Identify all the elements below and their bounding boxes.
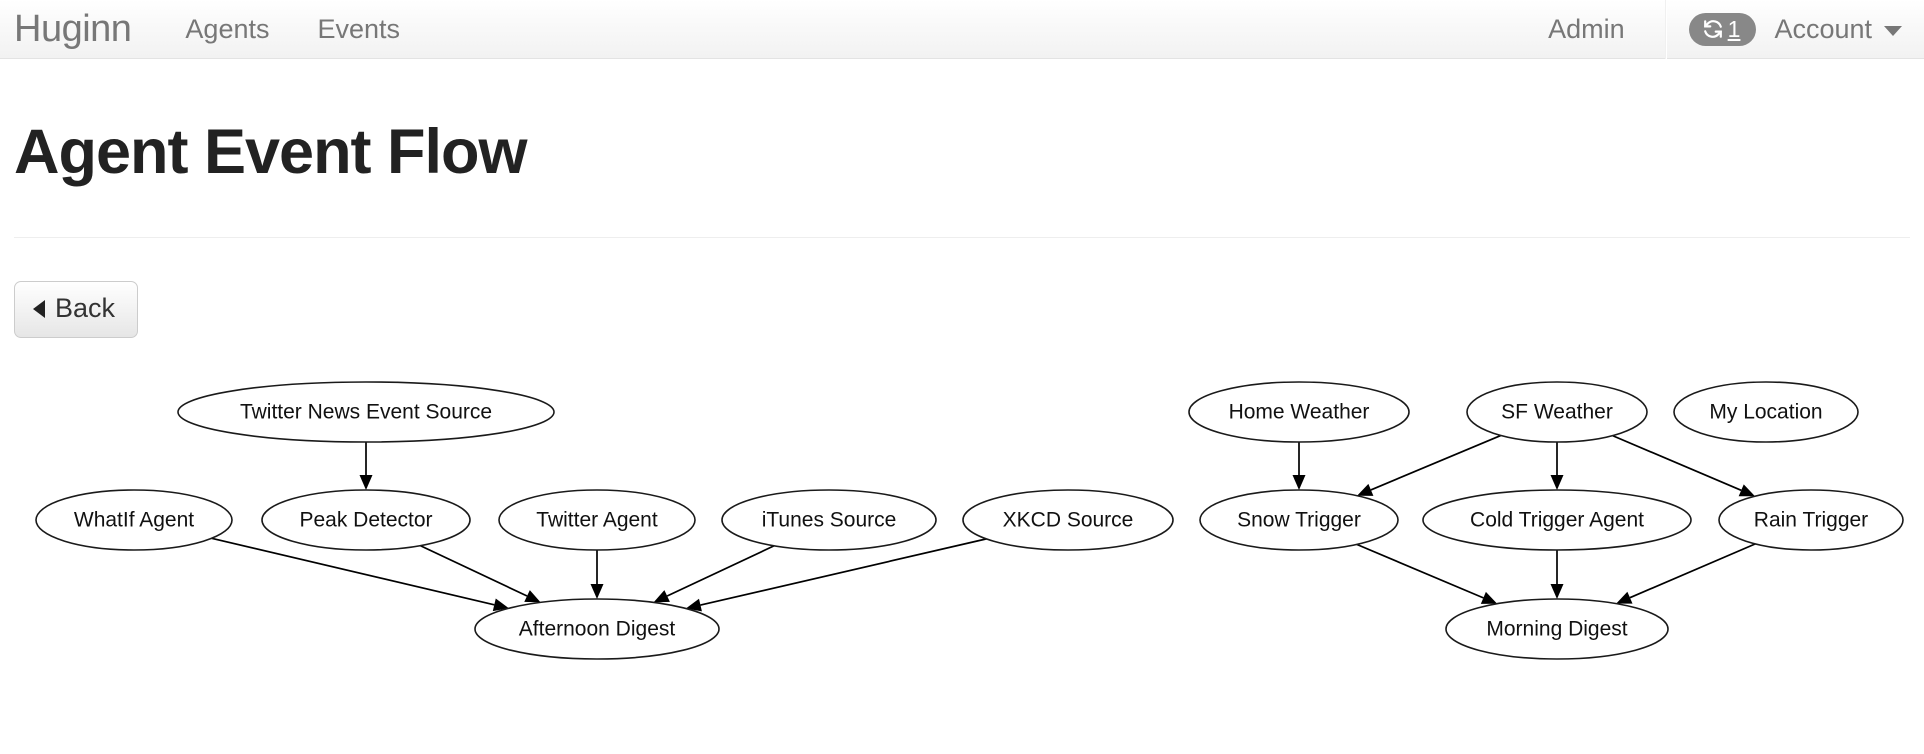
node-label: Snow Trigger bbox=[1237, 508, 1361, 531]
node-label: Home Weather bbox=[1229, 400, 1370, 423]
page-container: Agent Event Flow Back Twitter News Event… bbox=[0, 119, 1924, 662]
graph-edge-arrowhead bbox=[685, 598, 702, 611]
node-label: Morning Digest bbox=[1486, 617, 1627, 640]
account-menu[interactable]: Account bbox=[1774, 14, 1924, 45]
graph-node-twitter_agent[interactable]: Twitter Agent bbox=[498, 488, 696, 551]
node-ellipse bbox=[1673, 380, 1859, 443]
worker-status-badge[interactable]: 1 bbox=[1688, 12, 1757, 46]
graph-node-snow_trigger[interactable]: Snow Trigger bbox=[1199, 488, 1399, 551]
back-button[interactable]: Back bbox=[14, 281, 139, 338]
graph-edge bbox=[666, 544, 775, 597]
node-label: WhatIf Agent bbox=[74, 508, 194, 531]
node-ellipse bbox=[1445, 597, 1669, 660]
nav-divider bbox=[1664, 0, 1667, 59]
node-label: Cold Trigger Agent bbox=[1470, 508, 1644, 531]
graph-node-sf_weather[interactable]: SF Weather bbox=[1466, 380, 1648, 443]
graph-edge bbox=[419, 544, 528, 597]
node-ellipse bbox=[1199, 488, 1399, 551]
graph-edge-arrowhead bbox=[653, 589, 670, 602]
graph-node-my_location[interactable]: My Location bbox=[1673, 380, 1859, 443]
graph-node-whatif_agent[interactable]: WhatIf Agent bbox=[35, 488, 233, 551]
page-title: Agent Event Flow bbox=[14, 117, 528, 187]
node-label: Twitter Agent bbox=[536, 508, 658, 531]
graph-edge-arrowhead bbox=[359, 474, 373, 490]
node-ellipse bbox=[721, 488, 937, 551]
graph-node-morning_digest[interactable]: Morning Digest bbox=[1445, 597, 1669, 660]
node-label: My Location bbox=[1709, 400, 1822, 423]
node-ellipse bbox=[1718, 488, 1904, 551]
graph-edge-arrowhead bbox=[1292, 474, 1306, 490]
graph-edge bbox=[1629, 542, 1756, 599]
graph-edge bbox=[211, 536, 495, 606]
graph-edge bbox=[1370, 434, 1502, 491]
node-ellipse bbox=[1422, 488, 1692, 551]
node-label: Twitter News Event Source bbox=[240, 400, 492, 423]
node-ellipse bbox=[177, 380, 555, 443]
graph-edge-arrowhead bbox=[1480, 591, 1498, 604]
title-divider bbox=[14, 237, 1910, 239]
graph-node-afternoon_digest[interactable]: Afternoon Digest bbox=[474, 597, 720, 660]
graph-edge-arrowhead bbox=[524, 589, 541, 602]
graph-edge-arrowhead bbox=[1616, 591, 1633, 604]
account-label: Account bbox=[1774, 13, 1872, 44]
graph-edge-arrowhead bbox=[590, 583, 604, 599]
nav-link-events[interactable]: Events bbox=[317, 13, 401, 44]
graph-edge-arrowhead bbox=[1550, 474, 1564, 490]
graph-edge bbox=[1356, 543, 1484, 599]
graph-edge bbox=[700, 537, 987, 606]
graph-node-itunes_source[interactable]: iTunes Source bbox=[721, 488, 937, 551]
primary-nav: Agents Events bbox=[161, 14, 424, 45]
node-ellipse bbox=[962, 488, 1174, 551]
node-label: Peak Detector bbox=[299, 508, 432, 531]
node-label: Rain Trigger bbox=[1754, 508, 1868, 531]
caret-down-icon bbox=[1884, 26, 1902, 36]
graph-edge-arrowhead bbox=[492, 598, 509, 611]
graph-node-rain_trigger[interactable]: Rain Trigger bbox=[1718, 488, 1904, 551]
node-ellipse bbox=[35, 488, 233, 551]
secondary-nav: Admin 1 Account bbox=[1512, 0, 1924, 59]
node-ellipse bbox=[261, 488, 471, 551]
nav-link-admin[interactable]: Admin bbox=[1548, 13, 1625, 44]
node-label: XKCD Source bbox=[1003, 508, 1134, 531]
graph-node-home_weather[interactable]: Home Weather bbox=[1188, 380, 1410, 443]
node-ellipse bbox=[474, 597, 720, 660]
chevron-left-icon bbox=[33, 300, 45, 319]
worker-count: 1 bbox=[1727, 15, 1741, 42]
graph-edge-arrowhead bbox=[1550, 583, 1564, 599]
graph-node-peak_detector[interactable]: Peak Detector bbox=[261, 488, 471, 551]
brand-logo[interactable]: Huginn bbox=[14, 8, 132, 50]
nav-link-agents[interactable]: Agents bbox=[185, 13, 270, 44]
node-label: Afternoon Digest bbox=[519, 617, 676, 640]
node-ellipse bbox=[498, 488, 696, 551]
node-label: iTunes Source bbox=[762, 508, 897, 531]
graph-edge bbox=[1612, 434, 1742, 491]
graph-node-xkcd_source[interactable]: XKCD Source bbox=[962, 488, 1174, 551]
node-ellipse bbox=[1188, 380, 1410, 443]
top-navbar: Huginn Agents Events Admin 1 Account bbox=[0, 0, 1924, 59]
graph-edge-arrowhead bbox=[1357, 483, 1374, 496]
node-label: SF Weather bbox=[1501, 400, 1613, 423]
graph-node-twitter_news_event_source[interactable]: Twitter News Event Source bbox=[177, 380, 555, 443]
node-ellipse bbox=[1466, 380, 1648, 443]
graph-edge-arrowhead bbox=[1738, 483, 1756, 496]
sync-icon bbox=[1702, 18, 1724, 40]
back-button-label: Back bbox=[55, 293, 116, 324]
graph-edges-layer bbox=[211, 434, 1756, 611]
graph-node-cold_trigger_agent[interactable]: Cold Trigger Agent bbox=[1422, 488, 1692, 551]
